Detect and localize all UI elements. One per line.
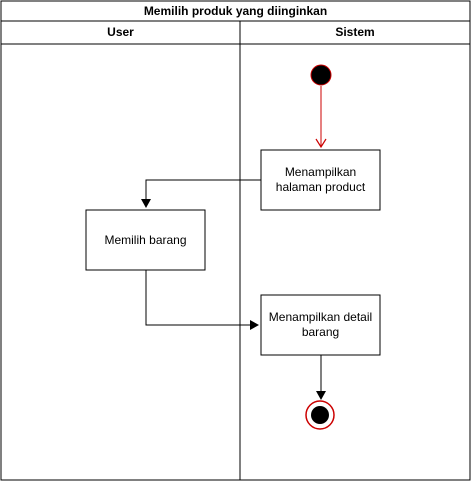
final-node-inner: [311, 406, 329, 424]
diagram-title: Memilih produk yang diinginkan: [143, 3, 328, 18]
lane-header-sistem: Sistem: [335, 25, 375, 39]
action-choose-item-label: Memilih barang: [104, 232, 187, 247]
action-show-product-page: [260, 149, 381, 211]
flow-product-page-to-choose-item: [141, 179, 261, 208]
lane-header-user: User: [107, 25, 134, 39]
action-show-item-detail: [260, 294, 381, 356]
flow-choose-item-to-detail: [145, 270, 259, 330]
initial-node: [310, 64, 332, 86]
action-show-item-detail-label: Menampilkan detail barang: [268, 310, 373, 339]
action-show-product-page-label: Menampilkan halaman product: [275, 165, 366, 194]
